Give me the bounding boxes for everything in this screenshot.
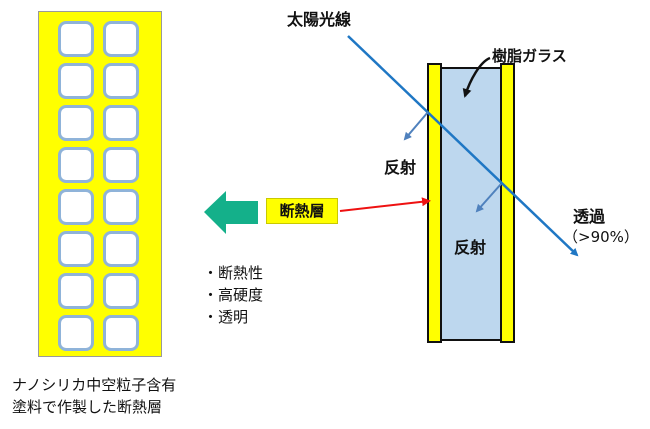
sunlight-ray	[347, 35, 579, 257]
caption-line: 塗料で作製した断熱層	[12, 398, 163, 416]
reflection-ray-inner	[475, 183, 502, 213]
reflection-label-outer: 反射	[384, 158, 417, 177]
hollow-particle	[103, 273, 139, 309]
hollow-particle	[58, 147, 94, 183]
hollow-particle	[103, 63, 139, 99]
property-item: ・透明	[203, 308, 249, 326]
property-item: ・高硬度	[203, 286, 264, 304]
hollow-particle	[58, 273, 94, 309]
big-green-arrow	[204, 191, 258, 234]
hollow-particle	[58, 63, 94, 99]
hollow-particle	[103, 105, 139, 141]
reflection-ray-outer	[403, 111, 429, 141]
insulation-pointer-arrow	[339, 197, 431, 212]
sunlight-label: 太陽光線	[287, 10, 352, 29]
hollow-particle	[58, 105, 94, 141]
hollow-particle	[103, 315, 139, 351]
hollow-particle	[103, 189, 139, 225]
reflection-label-inner: 反射	[454, 238, 487, 257]
hollow-particle	[103, 231, 139, 267]
hollow-particle	[58, 315, 94, 351]
insulation-layer-left	[427, 63, 442, 343]
insulation-layer-label: 断熱層	[266, 198, 338, 224]
hollow-particle	[58, 21, 94, 57]
transmission-label: 透過	[573, 207, 606, 226]
property-list: ・断熱性 ・高硬度 ・透明	[203, 262, 263, 328]
hollow-particle	[58, 189, 94, 225]
transmission-value: （>90%）	[563, 228, 639, 246]
insulation-layer-right	[500, 63, 515, 343]
property-item: ・断熱性	[203, 264, 264, 282]
caption-line: ナノシリカ中空粒子含有	[12, 376, 177, 394]
coating-caption: ナノシリカ中空粒子含有 塗料で作製した断熱層	[12, 374, 176, 418]
hollow-particle	[103, 21, 139, 57]
insulation-coating-panel	[38, 11, 162, 357]
resin-glass-pointer	[462, 56, 491, 98]
hollow-particle	[103, 147, 139, 183]
hollow-particle	[58, 231, 94, 267]
resin-glass-pane	[441, 68, 501, 340]
resin-glass-label: 樹脂ガラス	[492, 47, 567, 65]
